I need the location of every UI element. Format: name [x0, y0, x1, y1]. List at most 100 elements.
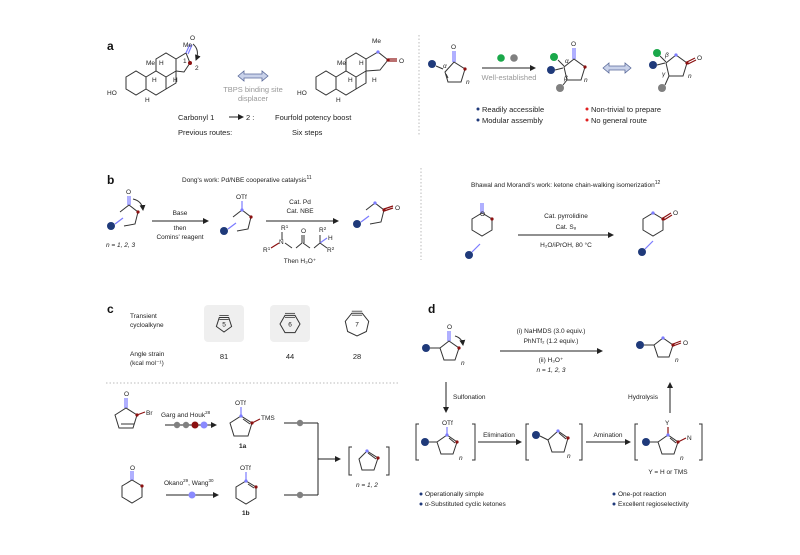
steroid-structure-right — [315, 50, 397, 96]
equivalence-arrow-icon — [237, 70, 269, 82]
phntf2-label: PhNTf₂ (1.2 equiv.) — [524, 338, 579, 345]
r1-label: R1 — [263, 246, 271, 254]
amination-label: Amination — [594, 432, 623, 439]
ring-size-label: 5 — [222, 322, 226, 329]
cat-s8-label: Cat. S₈ — [556, 224, 577, 231]
panel-label-c: c — [107, 302, 114, 316]
n-label: n — [459, 455, 463, 462]
me-label: Me — [146, 60, 155, 67]
cycloalkyne-7: 728 — [344, 310, 370, 361]
cyclohexanone-product — [638, 211, 673, 256]
me-label: Me — [372, 38, 381, 45]
cycloalkyne-intermediate — [525, 423, 583, 461]
oxygen-label: O — [447, 324, 452, 331]
bullet-icon — [419, 492, 423, 496]
beta-substituted-ketone-structure — [649, 49, 697, 92]
lavender-dot-icon — [200, 421, 208, 429]
carbonyl-shift-label: Carbonyl 1 — [178, 113, 214, 122]
alpha-ketone-d — [422, 331, 466, 361]
lavender-dot-icon — [188, 491, 196, 499]
red-dot-icon — [191, 421, 199, 429]
nitrogen-label: N — [687, 435, 692, 442]
n-label: n — [466, 79, 470, 86]
bullet-icon — [476, 107, 480, 111]
oxygen-label: O — [190, 35, 195, 42]
grey-dot-icon — [182, 421, 190, 429]
br-label: Br — [146, 410, 153, 417]
bullet-icon — [585, 118, 589, 122]
oxygen-label: O — [395, 205, 400, 212]
h-label: H — [152, 77, 157, 84]
sulfonation-label: Sulfonation — [453, 394, 486, 401]
oxygen-label: O — [451, 44, 456, 51]
angle-strain-value: 44 — [286, 352, 294, 361]
me-label: Me — [183, 42, 192, 49]
alpha-label: α — [565, 58, 569, 65]
conditions-label: H₂O/iPrOH, 80 °C — [540, 241, 592, 249]
ho-label: HO — [297, 90, 307, 97]
green-dot-icon — [497, 54, 505, 62]
enone-structure — [428, 51, 467, 83]
oxygen-label: O — [399, 58, 404, 65]
bullets-left-d: Operationally simple α-Substituted cycli… — [419, 491, 506, 508]
compound-1b-structure — [235, 472, 258, 505]
bullet-icon — [585, 107, 589, 111]
bullets-right-a: Non-trivial to prepare No general route — [585, 105, 661, 125]
r2-label: R2 — [327, 246, 335, 254]
tms-label: TMS — [261, 415, 275, 422]
compound-1a-label: 1a — [239, 443, 247, 450]
bullet-icon — [476, 118, 480, 122]
bullet-icon — [612, 502, 616, 506]
bullets-left-a: Readily accessible Modular assembly — [476, 105, 544, 125]
cyclohexanone-start — [465, 203, 494, 259]
otf-label: OTf — [235, 400, 246, 407]
h-label: H — [145, 97, 150, 104]
product-n-label: n = 1, 2 — [356, 482, 378, 489]
route1-label: Garg and Houk28 — [161, 410, 211, 419]
n-label: n — [680, 455, 684, 462]
otf-label: OTf — [240, 465, 251, 472]
ring-bonds — [215, 317, 233, 333]
beta-ketone-product-d — [636, 336, 682, 358]
enol-triflate-intermediate — [415, 423, 476, 461]
h-label: H — [348, 77, 353, 84]
bullet-readily-accessible: Readily accessible — [482, 105, 544, 114]
beta-label: β — [563, 75, 568, 82]
h-label: H — [359, 60, 364, 67]
compound-1a-structure — [229, 407, 261, 437]
h-label: H — [173, 77, 178, 84]
position-1-label: 1 — [183, 58, 187, 65]
ho-label: HO — [107, 90, 117, 97]
bullets-right-d: One-pot reaction Excellent regioselectiv… — [612, 491, 690, 508]
elimination-label: Elimination — [483, 432, 515, 439]
n-label: n — [688, 73, 692, 80]
cycloalkyne-6: 644 — [270, 305, 310, 361]
cyclohexanone-c — [121, 471, 144, 504]
angle-strain-value: 28 — [353, 352, 361, 361]
grey-dot-icon — [510, 54, 518, 62]
transient-label: Transient — [130, 313, 157, 320]
cycloalkyne-5: 581 — [204, 305, 244, 361]
otf-label: OTf — [442, 420, 453, 427]
previous-routes-value: Six steps — [292, 128, 323, 137]
highlight-box — [204, 305, 244, 342]
n-label: n — [567, 453, 571, 460]
beta-label: β — [664, 52, 669, 59]
previous-routes-label: Previous routes: — [178, 128, 232, 137]
dong-title: Dong's work: Pd/NBE cooperative catalysi… — [182, 175, 312, 184]
otf-label: OTf — [236, 194, 247, 201]
position-2-label: 2 — [195, 65, 199, 72]
oxygen-label: O — [673, 210, 678, 217]
converging-arrow — [284, 419, 341, 499]
bullet-operationally-simple: Operationally simple — [425, 491, 484, 498]
bullet-no-general-route: No general route — [591, 116, 647, 125]
oxygen-label: O — [126, 189, 131, 196]
n-values-label: n = 1, 2, 3 — [536, 367, 565, 374]
enamine-intermediate — [634, 423, 703, 461]
y-label: Y — [665, 420, 670, 427]
route2-label: Okano29, Wang30 — [164, 478, 214, 487]
n-values-label: n = 1, 2, 3 — [106, 242, 135, 249]
bullet-icon — [612, 492, 616, 496]
oxygen-label: O — [130, 465, 135, 472]
